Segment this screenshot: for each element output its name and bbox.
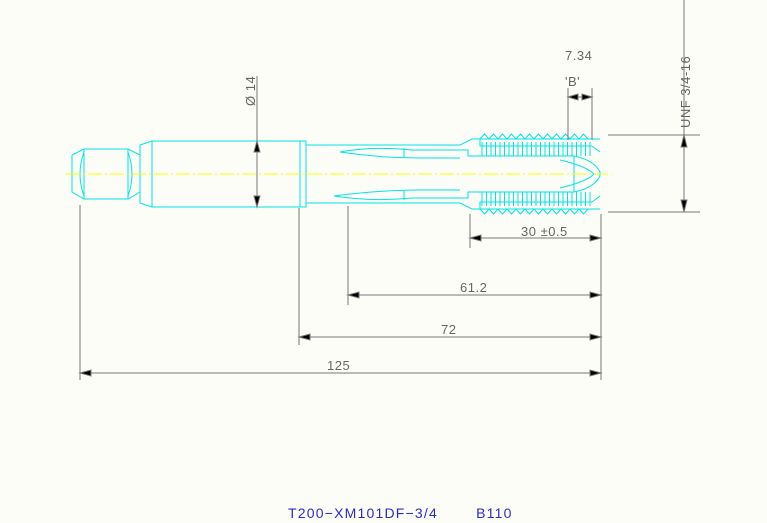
dim-61-2-label: 61.2 — [460, 280, 488, 295]
dim-72-label: 72 — [441, 322, 457, 337]
dim-125-label: 125 — [327, 358, 351, 373]
chamfer-value-label: 7.34 — [565, 48, 593, 63]
part-code: B110 — [476, 505, 513, 521]
detail-b-label: 'B' — [565, 74, 581, 89]
diameter-label: Ø 14 — [243, 75, 258, 106]
dimension-lines — [78, 0, 700, 380]
part-number: T200−XM101DF−3/4 — [288, 505, 438, 521]
title-block: T200−XM101DF−3/4 B110 — [288, 505, 513, 521]
thread-length-label: 30 ±0.5 — [521, 224, 568, 239]
thread-spec-label: UNF 3/4-16 — [678, 55, 693, 128]
